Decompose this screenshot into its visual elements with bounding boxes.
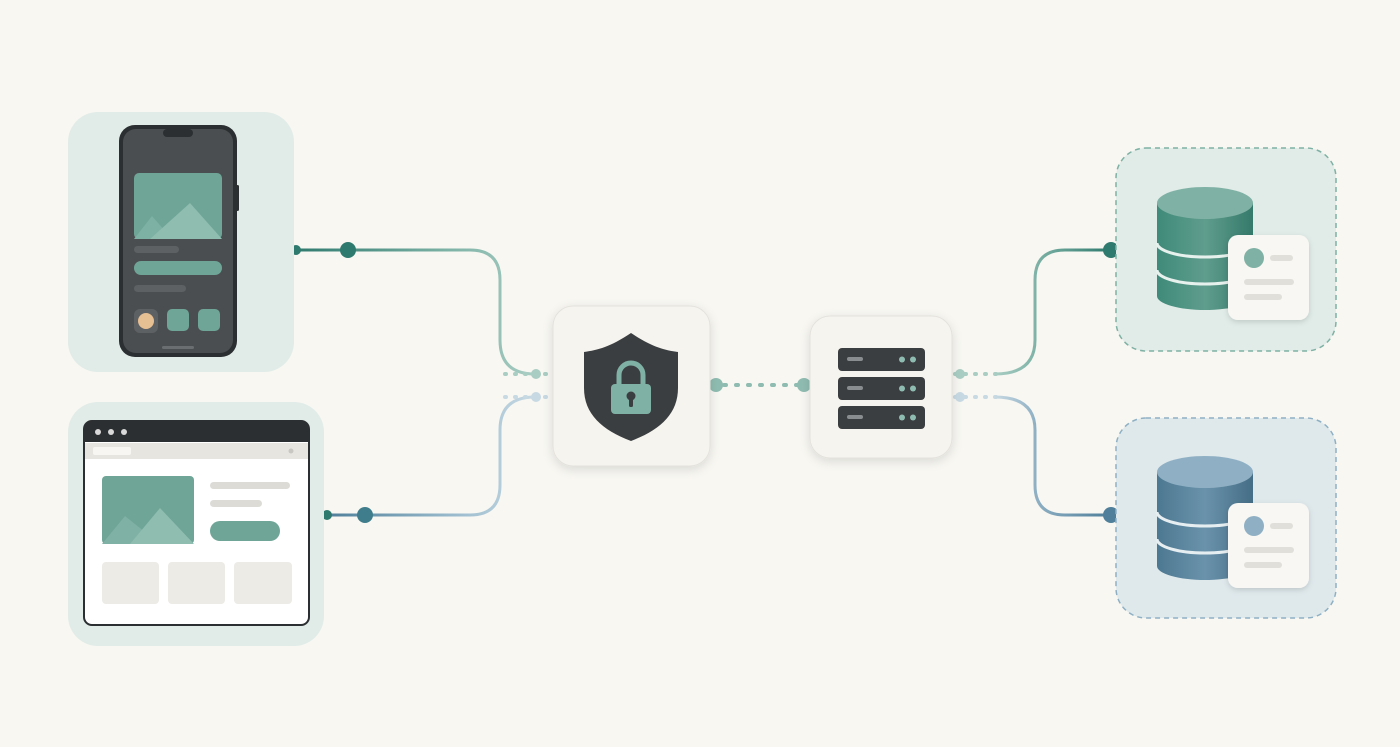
edge-blue-end-dot — [1103, 507, 1119, 523]
edge-server-to-blue-db — [994, 395, 1110, 517]
edge-green-start-dot — [955, 369, 965, 379]
connectors — [291, 242, 1119, 523]
server-rack-icon — [838, 348, 925, 429]
browser-window-icon — [83, 420, 310, 626]
edge-server-to-green-db — [994, 248, 1110, 376]
edge-web-to-gateway — [327, 395, 536, 517]
edge-gateway-out-dot — [709, 378, 723, 392]
edge-web-end-dot — [531, 392, 541, 402]
node-mobile-client — [68, 112, 294, 372]
node-database-green — [1115, 147, 1337, 352]
shield-lock-icon — [584, 333, 678, 441]
node-web-client — [68, 402, 324, 646]
edge-blue-start-dot — [955, 392, 965, 402]
record-card-icon — [1228, 235, 1309, 320]
edge-server-in-dot — [797, 378, 811, 392]
edge-green-end-dot — [1103, 242, 1119, 258]
mobile-phone-icon — [119, 125, 239, 357]
edge-mobile-to-gateway — [296, 248, 536, 376]
edge-web-start-dot — [322, 510, 332, 520]
record-card-icon — [1228, 503, 1309, 588]
edge-mobile-end-dot — [531, 369, 541, 379]
edge-mobile-mid-dot — [340, 242, 356, 258]
node-security-gateway — [552, 305, 711, 467]
edge-web-mid-dot — [357, 507, 373, 523]
node-server — [809, 315, 953, 459]
node-database-blue — [1115, 417, 1337, 619]
